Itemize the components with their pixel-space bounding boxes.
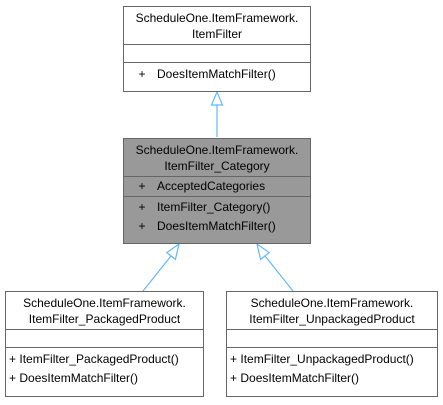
method-name: DoesItemMatchFilter()	[240, 371, 360, 385]
class-namespace: ScheduleOne.ItemFramework.	[23, 296, 186, 310]
method-item: + DoesItemMatchFilter()	[227, 369, 437, 388]
class-item-filter-packaged-product[interactable]: ScheduleOne.ItemFramework. ItemFilter_Pa…	[5, 291, 204, 397]
generalization-arrowhead	[256, 242, 271, 261]
class-name: ItemFilter_UnpackagedProduct	[249, 312, 415, 326]
class-title: ScheduleOne.ItemFramework. ItemFilter	[124, 7, 310, 44]
edge-focus-to-base	[210, 90, 224, 137]
attributes-section	[6, 329, 203, 347]
method-item: + ItemFilter_PackagedProduct()	[6, 350, 203, 369]
generalization-arrowhead	[165, 242, 180, 261]
attribute-item: + AcceptedCategories	[124, 177, 310, 196]
method-item: + DoesItemMatchFilter()	[6, 369, 203, 388]
method-item: + DoesItemMatchFilter()	[124, 65, 310, 84]
attribute-name: AcceptedCategories	[157, 179, 266, 193]
class-namespace: ScheduleOne.ItemFramework.	[135, 11, 299, 25]
class-item-filter-unpackaged-product[interactable]: ScheduleOne.ItemFramework. ItemFilter_Un…	[226, 291, 438, 397]
visibility-marker: +	[138, 179, 146, 193]
edge-unpackaged-to-focus	[256, 242, 294, 292]
class-name: ItemFilter_Category	[164, 159, 270, 173]
visibility-marker: +	[230, 371, 238, 385]
class-title: ScheduleOne.ItemFramework. ItemFilter_Pa…	[6, 292, 203, 329]
method-name: ItemFilter_UnpackagedProduct()	[240, 352, 414, 366]
visibility-marker: +	[138, 67, 146, 81]
generalization-arrowhead	[210, 90, 224, 106]
class-namespace: ScheduleOne.ItemFramework.	[250, 296, 414, 310]
class-namespace: ScheduleOne.ItemFramework.	[135, 143, 299, 157]
method-item: + ItemFilter_Category()	[124, 198, 310, 217]
class-item-filter-category[interactable]: ScheduleOne.ItemFramework. ItemFilter_Ca…	[123, 138, 311, 244]
visibility-marker: +	[9, 352, 17, 366]
visibility-marker: +	[138, 219, 146, 233]
methods-section: + ItemFilter_PackagedProduct() + DoesIte…	[6, 347, 203, 388]
methods-section: + ItemFilter_UnpackagedProduct() + DoesI…	[227, 347, 437, 388]
method-name: ItemFilter_Category()	[157, 200, 271, 214]
methods-section: + DoesItemMatchFilter()	[124, 62, 310, 86]
visibility-marker: +	[9, 371, 17, 385]
class-item-filter[interactable]: ScheduleOne.ItemFramework. ItemFilter + D…	[123, 6, 311, 92]
method-item: + ItemFilter_UnpackagedProduct()	[227, 350, 437, 369]
class-title: ScheduleOne.ItemFramework. ItemFilter_Un…	[227, 292, 437, 329]
attributes-section	[124, 44, 310, 62]
method-name: DoesItemMatchFilter()	[157, 219, 276, 233]
methods-section: + ItemFilter_Category() + DoesItemMatchFil…	[124, 196, 310, 236]
class-title: ScheduleOne.ItemFramework. ItemFilter_Ca…	[124, 139, 310, 176]
attributes-section	[227, 329, 437, 347]
method-item: + DoesItemMatchFilter()	[124, 217, 310, 236]
edge-packaged-to-focus	[142, 242, 180, 292]
method-name: ItemFilter_PackagedProduct()	[19, 352, 179, 366]
visibility-marker: +	[138, 200, 146, 214]
method-name: DoesItemMatchFilter()	[157, 67, 276, 81]
attributes-section: + AcceptedCategories	[124, 176, 310, 196]
method-name: DoesItemMatchFilter()	[19, 371, 139, 385]
visibility-marker: +	[230, 352, 238, 366]
class-name: ItemFilter_PackagedProduct	[28, 312, 181, 326]
class-name: ItemFilter	[191, 27, 242, 41]
